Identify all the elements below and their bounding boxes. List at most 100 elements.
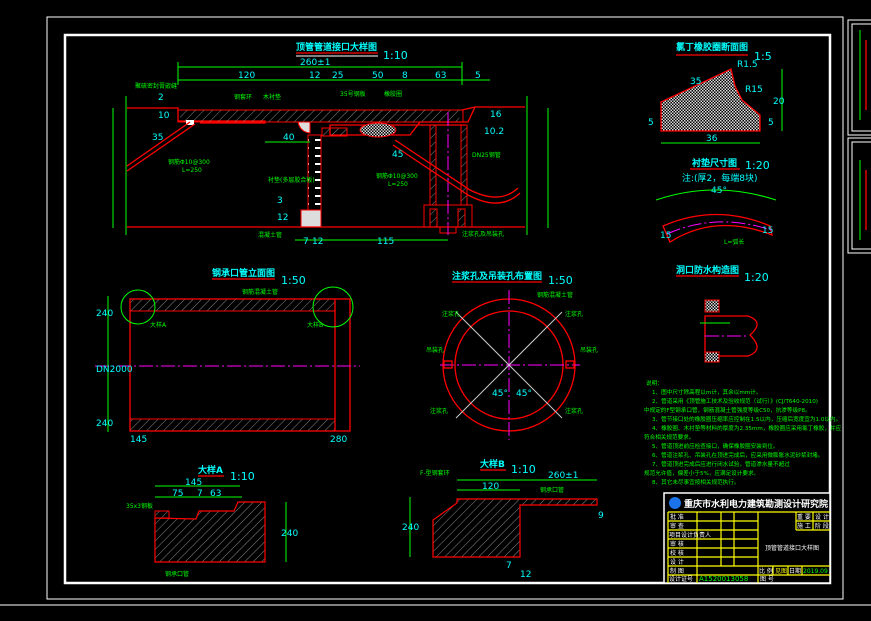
- label: 钢筋Φ10@300: [376, 172, 418, 180]
- ref-label: 大样B: [307, 321, 323, 329]
- label: 注浆孔及吊装孔: [462, 230, 504, 238]
- dim: 16: [490, 110, 502, 120]
- detail-b-title: 大样B: [480, 458, 505, 470]
- dim: 145: [185, 478, 202, 488]
- pad-title: 衬垫尺寸图: [692, 157, 737, 169]
- label: 注浆孔: [565, 407, 583, 415]
- dim: 145: [130, 435, 147, 445]
- dim: 20: [773, 97, 785, 107]
- dim: 120: [238, 71, 255, 81]
- pad-dimension-detail[interactable]: 衬垫尺寸图 1:20 注:(厚2，每端8块) 45° 15 15 L=弧长: [655, 157, 777, 246]
- tb-row-label: 审 核: [670, 540, 684, 548]
- dim: 240: [281, 529, 298, 539]
- label: 注浆孔: [565, 310, 583, 318]
- dim-total: 260±1: [300, 58, 330, 68]
- institute-name: 重庆市水利电力建筑勘测设计研究院: [684, 498, 828, 510]
- detail-b[interactable]: 大样B 1:10 260±1 120 F-型钢套环 钢承口管 240 9 7 1…: [402, 458, 604, 580]
- hole-title: 洞口防水构造图: [676, 264, 739, 276]
- tb-row-label: 批 准: [670, 513, 684, 521]
- dim: 12: [309, 71, 320, 81]
- dim: 35: [152, 133, 163, 143]
- dim: 12: [277, 213, 288, 223]
- dim: 5: [648, 118, 654, 128]
- dim: 15: [762, 226, 773, 236]
- tb-row-label: 校 核: [670, 549, 684, 557]
- note-line: 符合相关规范要求。: [644, 433, 694, 441]
- institute-logo-icon: [669, 497, 681, 509]
- note-line: 3、管节接口处的橡胶圈压缩率应控制在1.5以内，压缩后宽度宜为1.0以内。: [652, 415, 841, 423]
- dim: 115: [377, 237, 394, 247]
- tb-row-label: 制 图: [670, 567, 684, 575]
- tb-drawing-name: 顶管管道接口大样图: [765, 544, 819, 552]
- dim: 12: [520, 570, 531, 580]
- label: 钢承口管: [165, 570, 189, 578]
- dim: 10.2: [484, 127, 504, 137]
- tb-cell: 重 要: [797, 513, 811, 521]
- tb-row-label: 项目设计负责人: [669, 531, 711, 539]
- tb-row-label: 审 查: [670, 522, 684, 530]
- detail-a-scale: 1:10: [230, 470, 255, 483]
- dim: 9: [598, 511, 604, 521]
- dim: 45°: [516, 389, 532, 399]
- label: F-型钢套环: [420, 469, 450, 477]
- note-line: 4、橡胶圈、木衬垫等材料的厚度为2.35mm，橡胶圈应采用氯丁橡胶，并应: [652, 424, 842, 432]
- dim: 260±1: [548, 471, 578, 481]
- dim: 280: [330, 435, 347, 445]
- label: 钢承口管: [540, 486, 564, 494]
- outer-frame: [46, 16, 844, 600]
- label: 钢筋混凝土管: [242, 288, 278, 296]
- label: DN25钢管: [472, 151, 501, 159]
- main-joint-detail[interactable]: 顶管管道接口大样图 1:10 260±1 120 12 25 50 8 63 5: [112, 41, 549, 247]
- pipe-elev-scale: 1:50: [281, 274, 306, 287]
- tb-number-label: 设计证号: [669, 575, 693, 583]
- note-line: 2、管道采用《顶管施工技术及验收规范（试行）》(CJ/T640-2010): [652, 397, 818, 405]
- dim: 2: [158, 93, 164, 103]
- dim: 5: [475, 71, 481, 81]
- hole-scale: 1:20: [744, 271, 769, 284]
- note-line: 中规定的F型钢承口管，钢筋混凝土管强度等级C50，抗渗等级P8。: [644, 406, 811, 414]
- pipe-elevation[interactable]: 钢承口管立面图 1:50 240 DN2000 240 145 280 大样A …: [95, 267, 360, 445]
- dim: 45°: [492, 389, 508, 399]
- label: 钢筋Φ10@300: [168, 158, 210, 166]
- title-block[interactable]: 重庆市水利电力建筑勘测设计研究院 批 准 审 查 项目设计负责人 审: [663, 492, 831, 584]
- hole-waterproof-detail[interactable]: 洞口防水构造图 1:20: [676, 264, 769, 363]
- tb-scale-label: 比 例: [759, 567, 773, 575]
- tb-cell: 阶 段: [815, 522, 829, 530]
- label: 聚硫密封膏嵌缝: [135, 82, 177, 90]
- label: 35号钢板: [340, 90, 366, 98]
- tb-number-value: A1520013058: [699, 575, 748, 583]
- label: 35x3钢板: [126, 502, 153, 510]
- dim: 7: [303, 237, 309, 247]
- label: 钢套环: [234, 93, 252, 101]
- dim: 45°: [711, 186, 727, 196]
- label: 衬垫(多层胶合板): [268, 176, 315, 184]
- dim: 25: [332, 71, 343, 81]
- label: 吊装孔: [580, 346, 598, 354]
- adjacent-sheet-thumbnails[interactable]: [847, 19, 871, 254]
- label: 吊装孔: [426, 346, 444, 354]
- tb-row-label: 设 计: [670, 558, 684, 566]
- dim: 36: [706, 134, 718, 144]
- dim: 7: [506, 561, 512, 571]
- label: L=250: [388, 181, 408, 188]
- grout-hole-layout[interactable]: 注浆孔及吊装孔布置图 1:50 45° 45° 注浆孔 注浆孔 吊装孔 吊装孔 …: [426, 270, 598, 440]
- dim: 3: [277, 196, 283, 206]
- dim: 240: [96, 309, 113, 319]
- detail-a[interactable]: 大样A 1:10 145 75 7 63 35x3钢板 钢承口管 240: [126, 464, 298, 578]
- pad-note: 注:(厚2，每端8块): [682, 172, 758, 184]
- rubber-ring-section[interactable]: 氯丁橡胶圈断面图 1:5 36 20 R1.5 R15 5 5 35: [648, 41, 785, 144]
- dim: 12: [312, 237, 323, 247]
- note-line: 1、图中尺寸除高程以m计，其余以mm计。: [652, 388, 761, 396]
- label: L=250: [182, 167, 202, 174]
- dim: 10: [158, 111, 170, 121]
- dim: 240: [402, 523, 419, 533]
- grout-title: 注浆孔及吊装孔布置图: [452, 270, 542, 282]
- dim: 7: [197, 489, 203, 499]
- notes-heading: 说明：: [646, 379, 663, 387]
- tb-date-label: 日期: [789, 567, 801, 575]
- dim: R15: [745, 85, 763, 95]
- dim: 45: [392, 150, 403, 160]
- dim: 8: [402, 71, 408, 81]
- dim: 35: [690, 77, 701, 87]
